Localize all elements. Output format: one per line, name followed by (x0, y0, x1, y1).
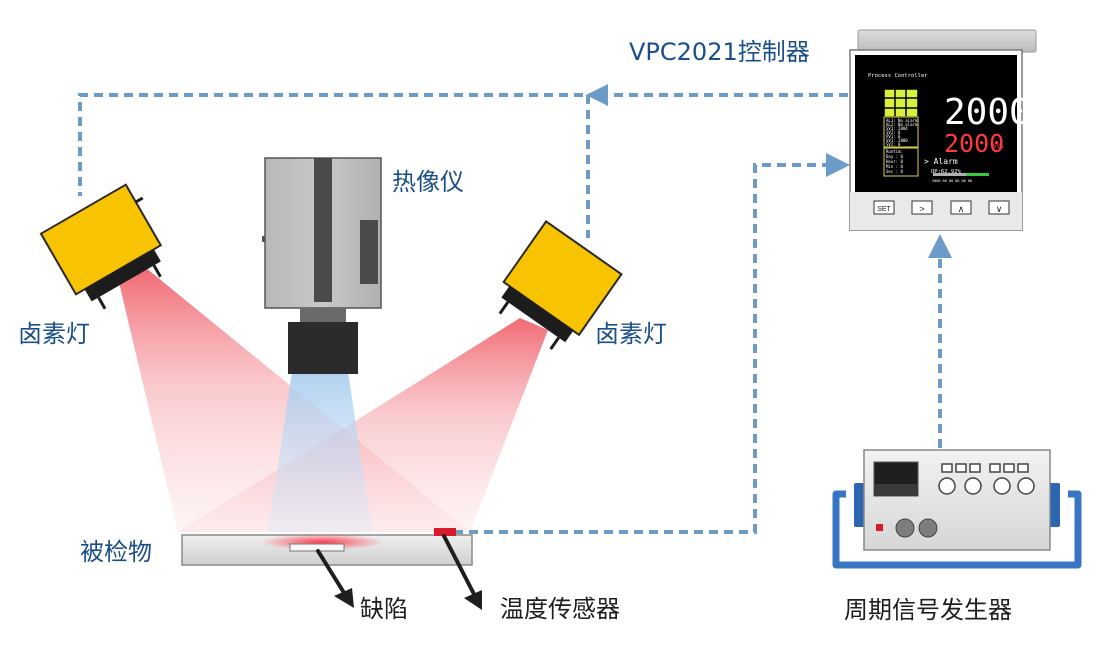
generator-key[interactable] (1017, 463, 1029, 473)
generator-knob[interactable] (895, 518, 915, 538)
vpc2021-controller: Process Controller 2000 2000 SV1 > Alarm… (849, 29, 1037, 231)
pointer-arrows (316, 534, 478, 600)
generator-dial[interactable] (993, 477, 1011, 495)
controller-screen-line: Min : 0 (886, 164, 903, 169)
controller-button-down-label: ∨ (996, 204, 1003, 214)
pointer-head-defect (334, 588, 354, 608)
connector-sensor-to-controller (454, 163, 832, 534)
label-temperature-sensor: 温度传感器 (500, 595, 620, 623)
controller-screen-line: Sec : 0 (886, 169, 903, 174)
controller-screen-line: Day : 0 (886, 154, 903, 159)
generator-dial[interactable] (1017, 477, 1035, 495)
controller-screen-line: SV1: 2000 (886, 138, 908, 143)
halogen-lamp-right (498, 220, 623, 351)
label-controller: VPC2021控制器 (629, 38, 810, 66)
controller-button-up[interactable] (950, 200, 972, 215)
controller-button-right[interactable] (911, 200, 933, 215)
generator-key[interactable] (955, 463, 967, 473)
signal-generator (832, 449, 1082, 569)
specimen-plate (181, 528, 473, 566)
controller-button-down[interactable] (988, 200, 1010, 215)
pointer-head-sensor (464, 590, 482, 610)
connector-top-loop (78, 93, 598, 196)
controller-time-axis: 2000 00 00 00 00 00 (932, 179, 972, 183)
temperature-sensor-pad (434, 528, 456, 536)
generator-key[interactable] (989, 463, 1001, 473)
generator-key[interactable] (1003, 463, 1015, 473)
controller-screen-line: SV2: 0 (886, 130, 901, 135)
camera-view-cone (268, 372, 372, 532)
generator-key[interactable] (969, 463, 981, 473)
label-defect: 缺陷 (360, 595, 408, 623)
controller-screen-line: Runtim: (886, 149, 903, 154)
thermal-camera (262, 157, 382, 374)
label-lamp-left: 卤素灯 (18, 320, 90, 348)
controller-button-up-label: ∧ (958, 204, 965, 214)
label-thermal-camera: 热像仪 (392, 168, 464, 196)
controller-button-set[interactable] (873, 200, 895, 215)
controller-screen-line: Hour: 0 (886, 159, 903, 164)
right-lamp-beam (178, 318, 548, 532)
label-specimen: 被检物 (80, 538, 152, 566)
arrow-head-up (928, 234, 952, 258)
arrow-head-right (826, 153, 850, 177)
controller-sv-value: 2000 (944, 129, 1004, 158)
controller-button-right-label: > (919, 204, 924, 214)
controller-op: OP:62.92% (931, 169, 961, 175)
controller-screen-line: SV2: 0 (886, 142, 901, 147)
halogen-lamp-left (39, 183, 163, 310)
controller-screen-line: AL1: No alarm (886, 118, 918, 123)
connector-lines (78, 93, 942, 534)
label-lamp-right: 卤素灯 (595, 320, 667, 348)
controller-screen-line: PV1: 0 (886, 134, 901, 139)
controller-screen-line: SV1: 2004 (886, 126, 908, 131)
generator-dial[interactable] (938, 477, 956, 495)
generator-key[interactable] (941, 463, 953, 473)
label-signal-generator: 周期信号发生器 (844, 596, 1012, 624)
controller-alarm: > Alarm (924, 157, 958, 166)
controller-pv-value: 2000 (944, 92, 1031, 133)
controller-title: Process Controller (868, 73, 928, 79)
controller-sv-tag: SV1 (993, 143, 1004, 150)
generator-knob[interactable] (918, 518, 938, 538)
generator-dial[interactable] (964, 477, 982, 495)
controller-button-set-label: SET (877, 206, 891, 213)
controller-screen-line: AL2: No alarm (886, 122, 918, 127)
arrow-head-left (586, 84, 608, 106)
